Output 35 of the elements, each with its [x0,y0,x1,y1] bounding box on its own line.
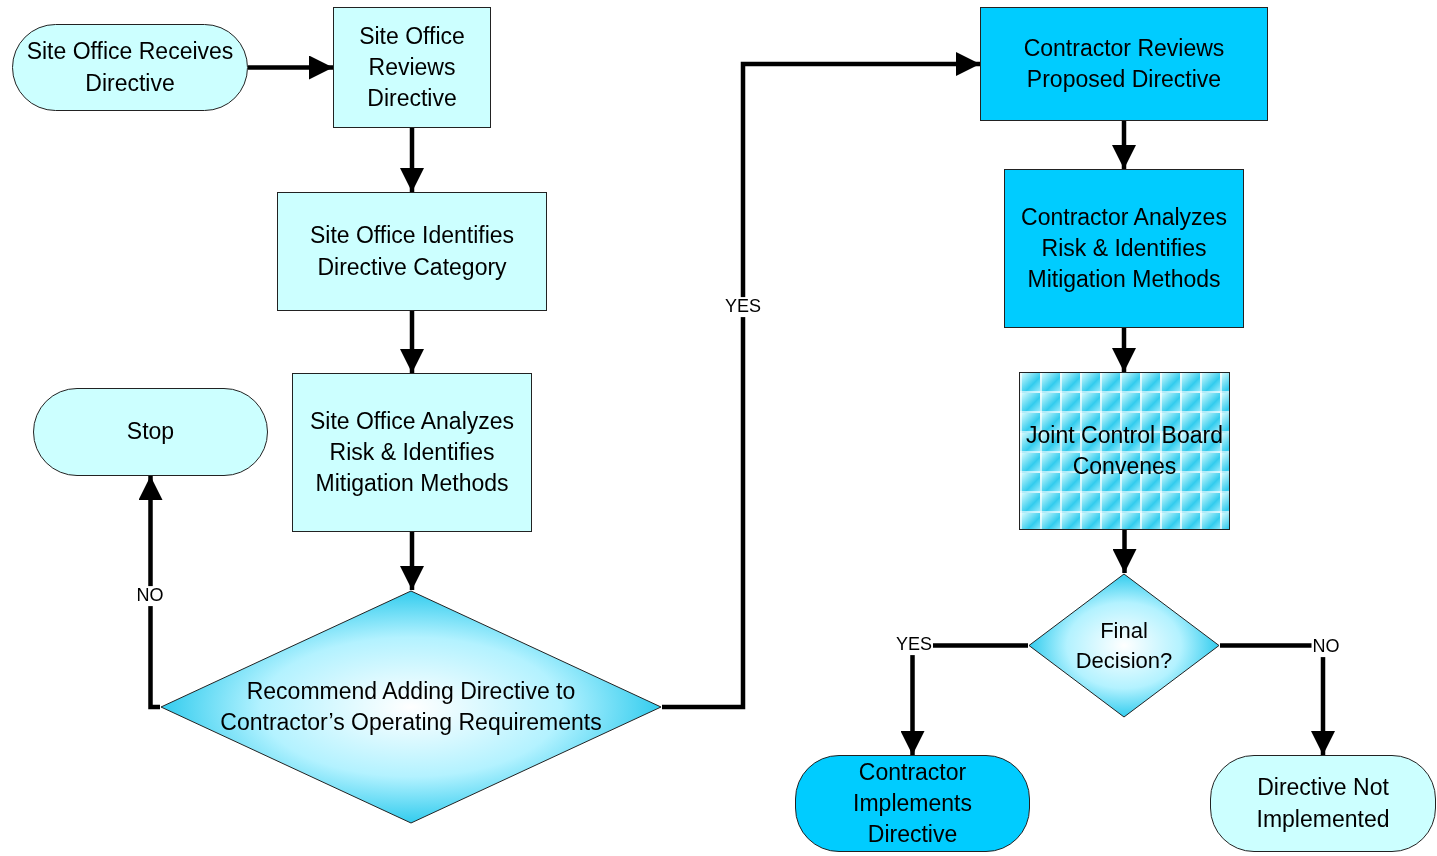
node-label: Stop [125,417,176,447]
node-label: Site Office Identifies Directive Category [308,221,516,282]
arrow [1112,530,1137,573]
edge-label: YES [895,635,933,655]
node-label: Site Office Reviews Directive [358,21,466,113]
decision-diamond [1028,573,1220,718]
terminal-box [1210,755,1436,852]
arrow [248,55,333,80]
node-label: Contractor Analyzes Risk & Identifies Mitigation Methods [1020,202,1228,294]
process-box [333,7,491,128]
arrow [1220,643,1335,755]
node-label: Contractor Reviews Proposed Directive [1022,33,1226,94]
process-box [292,373,532,532]
node-label: Joint Control Board Convenes [1025,420,1224,481]
process-box [277,192,547,311]
arrow [1112,121,1136,169]
arrow [400,128,424,192]
node-label: Recommend Adding Directive to Contractor’s Operating Requirements [219,676,603,737]
arrow [400,532,424,590]
node-label: Directive Not Implemented [1255,773,1391,834]
node-label: Site Office Receives Directive [25,37,235,98]
edge-label: NO [135,586,165,606]
node-label: Final Decision? [1074,616,1174,675]
arrow [138,476,163,710]
process-box [1019,372,1230,530]
process-box [1004,169,1244,328]
arrow [1112,328,1136,372]
node-label: Site Office Analyzes Risk & Identifies Mitigation Methods [308,406,516,498]
node-label: Contractor Implements Directive [852,757,973,849]
arrow [400,311,424,373]
arrow [662,52,980,710]
arrow [900,643,1028,755]
edge-label: YES [724,297,762,317]
edge-label: NO [1311,637,1341,657]
process-box [980,7,1268,121]
